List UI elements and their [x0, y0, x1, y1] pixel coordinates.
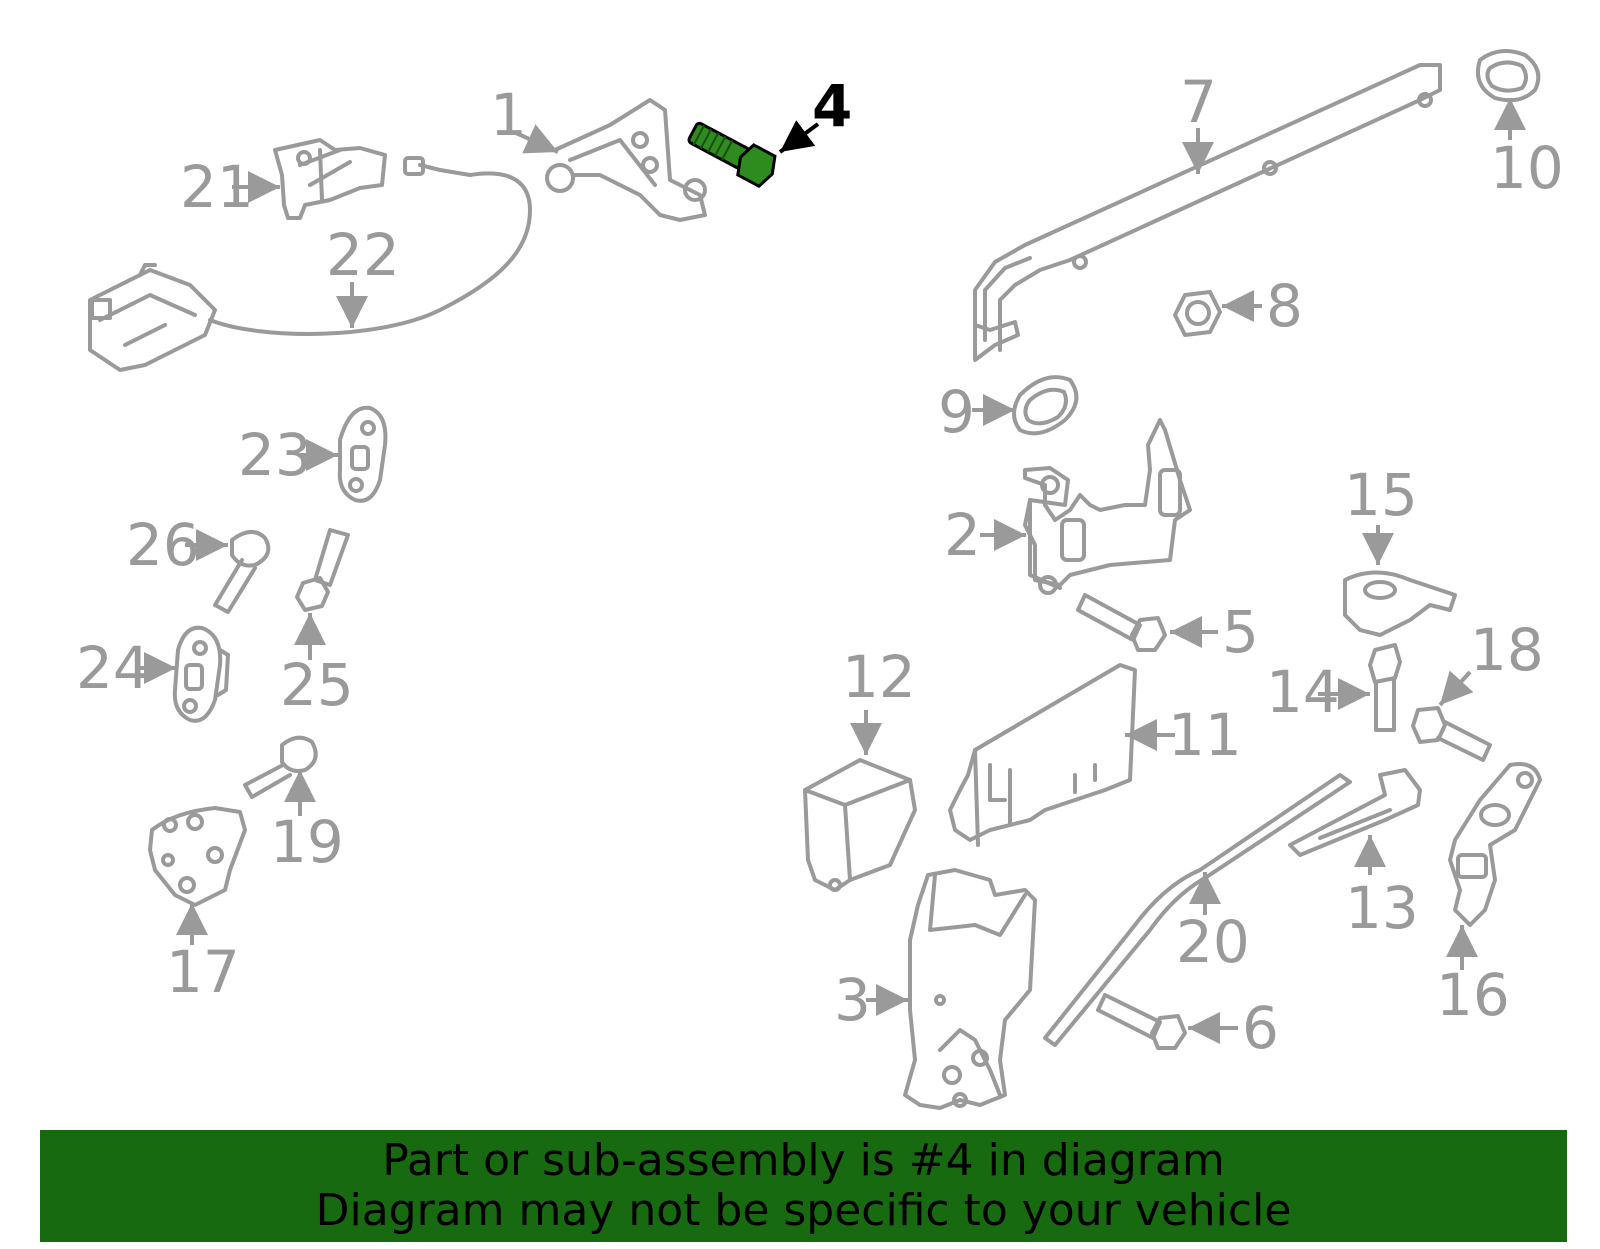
callout-labels: 1 4 21 22 7 10 8 9 2 5 15 14 18 11 12 13…: [76, 68, 1564, 1062]
callout-5: 5: [1222, 598, 1259, 666]
part-10-grommet[interactable]: [1475, 49, 1541, 103]
callout-21: 21: [180, 153, 254, 221]
callout-8: 8: [1266, 272, 1303, 340]
callout-24: 24: [76, 634, 150, 702]
info-banner: Part or sub-assembly is #4 in diagram Di…: [40, 1130, 1567, 1242]
callout-2: 2: [944, 501, 981, 569]
part-11-panel[interactable]: [948, 663, 1137, 847]
part-15-bracket[interactable]: [1343, 570, 1457, 637]
callout-25: 25: [280, 651, 354, 719]
part-8-nut[interactable]: [1173, 290, 1222, 337]
callout-22: 22: [326, 221, 400, 289]
callout-4-highlighted: 4: [812, 72, 852, 140]
part-4-bolt-highlighted[interactable]: [685, 117, 780, 189]
callout-13: 13: [1345, 874, 1419, 942]
callout-9: 9: [938, 378, 975, 446]
part-20-strip[interactable]: [1043, 773, 1352, 1047]
part-21-bracket[interactable]: [273, 138, 387, 220]
callout-6: 6: [1242, 994, 1279, 1062]
part-14-bolt[interactable]: [1368, 643, 1402, 732]
banner-line-1: Part or sub-assembly is #4 in diagram: [382, 1135, 1225, 1186]
callout-18: 18: [1470, 616, 1544, 684]
part-23-plate[interactable]: [337, 405, 388, 503]
part-5-bolt[interactable]: [1076, 593, 1167, 652]
part-3-latch[interactable]: [903, 868, 1037, 1110]
callout-19: 19: [270, 808, 344, 876]
part-22-cable[interactable]: [88, 156, 532, 372]
callout-11: 11: [1168, 701, 1242, 769]
banner-line-2: Diagram may not be specific to your vehi…: [315, 1185, 1292, 1236]
part-16-bracket[interactable]: [1448, 762, 1542, 927]
part-26-screw[interactable]: [213, 530, 271, 614]
callout-1: 1: [490, 81, 527, 149]
callout-16: 16: [1436, 961, 1510, 1029]
part-7-rail[interactable]: [973, 63, 1442, 362]
callout-20: 20: [1176, 908, 1250, 976]
part-12-box[interactable]: [803, 758, 917, 892]
part-6-bolt[interactable]: [1096, 993, 1187, 1050]
part-19-screw[interactable]: [243, 735, 318, 799]
part-2-hinge[interactable]: [1023, 418, 1192, 595]
part-1-bracket[interactable]: [545, 98, 707, 222]
arrow-18: [1438, 670, 1474, 707]
arrow-4: [778, 120, 820, 154]
callout-14: 14: [1266, 658, 1340, 726]
callout-7: 7: [1180, 68, 1217, 136]
callout-17: 17: [166, 938, 240, 1006]
callout-arrows: [135, 98, 1526, 1044]
callout-23: 23: [238, 421, 312, 489]
callout-10: 10: [1490, 134, 1564, 202]
callout-26: 26: [126, 511, 200, 579]
part-13-striker[interactable]: [1288, 768, 1422, 857]
callout-15: 15: [1344, 461, 1418, 529]
callout-12: 12: [842, 643, 916, 711]
part-25-bolt[interactable]: [295, 528, 350, 612]
callout-3: 3: [834, 966, 871, 1034]
part-9-grommet[interactable]: [1012, 375, 1079, 436]
arrow-1: [515, 124, 559, 154]
part-18-bolt[interactable]: [1411, 706, 1492, 762]
part-24-plate[interactable]: [172, 625, 230, 723]
part-17-plate[interactable]: [148, 806, 247, 907]
